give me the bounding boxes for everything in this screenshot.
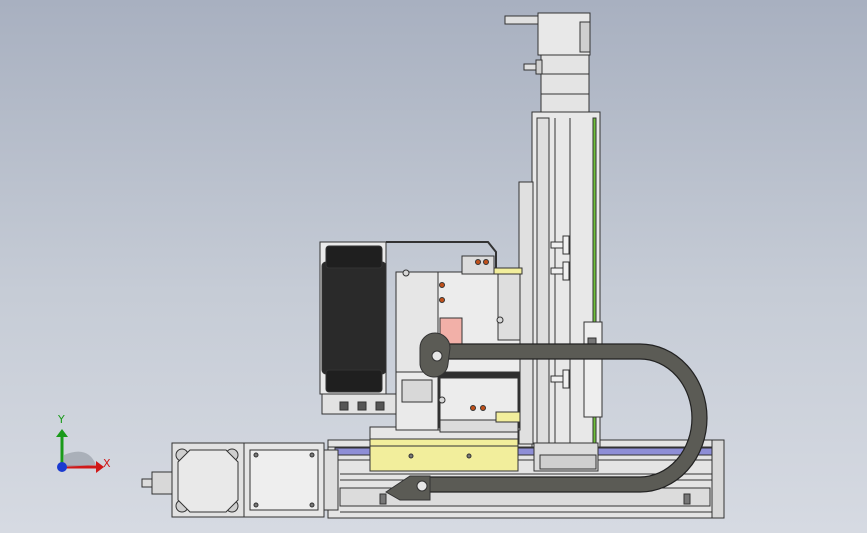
triad-z-origin-icon — [57, 462, 67, 472]
triad-plane-icon — [64, 451, 96, 467]
cable-chain[interactable] — [385, 332, 708, 501]
y-axis-motor[interactable] — [504, 12, 591, 113]
x-carriage[interactable] — [369, 426, 519, 472]
y-axis-vertical-module[interactable] — [518, 111, 603, 472]
triad-x-arrow-icon — [62, 461, 104, 473]
axis-triad — [56, 429, 104, 473]
x-axis-motor[interactable] — [141, 442, 339, 518]
motor-shaft — [141, 478, 153, 488]
triad-y-label: Y — [58, 413, 65, 426]
fan-unit[interactable] — [319, 241, 497, 415]
triad-x-label: X — [103, 457, 111, 470]
motor-shaft — [504, 15, 539, 25]
